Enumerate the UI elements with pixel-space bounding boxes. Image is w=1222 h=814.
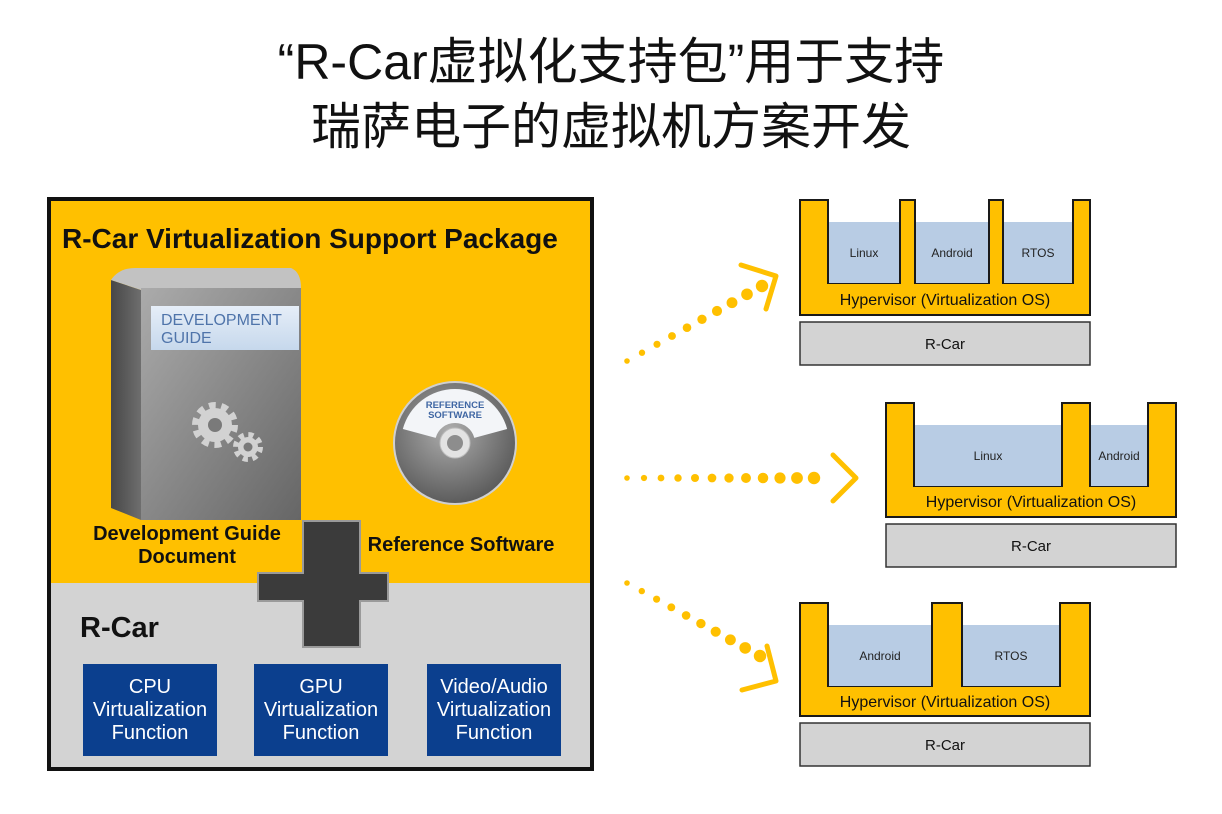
arrow-dot: [711, 305, 723, 317]
function-label: GPU Virtualization Function: [263, 675, 379, 744]
support-package-title: R-Car Virtualization Support Package: [62, 223, 558, 254]
function-label: Video/Audio Virtualization Function: [436, 675, 552, 744]
dotted-arrow-icon: [624, 262, 779, 364]
arrow-dot: [755, 279, 769, 293]
arrow-dot: [753, 649, 767, 663]
dotted-arrows: [624, 262, 859, 693]
guest-os-box: [829, 625, 931, 686]
rcar-panel-title: R-Car: [80, 612, 159, 644]
arrow-dot: [697, 314, 707, 324]
hardware-label: R-Car: [925, 737, 965, 754]
arrow-dot: [624, 580, 630, 586]
function-label: CPU Virtualization Function: [92, 675, 208, 744]
guest-os-label: Android: [931, 246, 972, 260]
arrow-dot: [724, 634, 736, 646]
arrow-dot: [653, 340, 661, 348]
guest-os-box: [829, 222, 899, 283]
cpu-virtualization-box: CPU Virtualization Function: [83, 664, 217, 756]
arrow-dot: [682, 323, 692, 333]
arrow-dot: [774, 472, 786, 484]
configuration-3: Android RTOS Hypervisor (Virtualization …: [799, 602, 1091, 767]
guest-os-box: [916, 222, 988, 283]
hardware-box: [799, 722, 1091, 767]
plus-icon: [257, 520, 389, 648]
arrow-dot: [724, 473, 734, 483]
guest-os-label: RTOS: [1022, 246, 1055, 260]
arrow-dot: [653, 595, 661, 603]
hypervisor-frame: [799, 602, 1091, 717]
arrow-dot: [624, 475, 630, 481]
video-audio-virtualization-box: Video/Audio Virtualization Function: [427, 664, 561, 756]
guest-os-box: [1004, 222, 1072, 283]
arrow-dot: [707, 473, 717, 483]
guest-os-label: Android: [1098, 449, 1139, 463]
arrow-head-icon: [738, 262, 779, 312]
title-line-2: 瑞萨电子的虚拟机方案开发: [311, 99, 911, 155]
support-package-frame: [47, 197, 594, 771]
arrow-dot: [667, 603, 676, 612]
hypervisor-label: Hypervisor (Virtualization OS): [840, 292, 1050, 309]
guest-os-label: RTOS: [995, 649, 1028, 663]
guest-os-label: Linux: [850, 246, 879, 260]
arrow-dot: [739, 642, 752, 654]
arrow-dot: [710, 626, 721, 637]
hypervisor-label: Hypervisor (Virtualization OS): [926, 494, 1136, 511]
disc-hole: [447, 435, 463, 451]
arrow-dot: [640, 474, 648, 482]
dotted-arrow-icon: [624, 452, 859, 504]
title-line-1: “R-Car虚拟化支持包”用于支持: [277, 34, 945, 90]
arrow-dot: [681, 611, 691, 620]
development-guide-caption: Development Guide Document: [93, 523, 281, 568]
arrow-dot: [674, 474, 682, 482]
guest-os-label: Android: [859, 649, 900, 663]
hardware-label: R-Car: [1011, 538, 1051, 555]
book-spine: [111, 280, 141, 520]
plus-shape: [257, 520, 389, 648]
arrow-dot: [741, 473, 751, 483]
configuration-2: Linux Android Hypervisor (Virtualization…: [885, 402, 1177, 568]
guest-os-box: [1091, 425, 1147, 486]
reference-software-disc-icon: REFERENCE SOFTWARE: [393, 381, 517, 505]
book-cover-label: [151, 306, 299, 350]
gpu-virtualization-box: GPU Virtualization Function: [254, 664, 388, 756]
book-cover-title-line-2: GUIDE: [161, 330, 212, 347]
arrow-dot: [757, 472, 769, 484]
hypervisor-frame: [885, 402, 1177, 518]
arrow-dot: [657, 474, 665, 482]
arrow-dot: [807, 471, 821, 485]
arrow-dot: [624, 358, 630, 364]
gear-icon: [192, 402, 238, 448]
arrow-dot: [638, 349, 646, 356]
disc-label-line-1: REFERENCE: [426, 400, 485, 411]
development-guide-book-icon: DEVELOPMENT GUIDE: [111, 268, 301, 520]
guest-os-label: Linux: [974, 449, 1003, 463]
hypervisor-label: Hypervisor (Virtualization OS): [840, 694, 1050, 711]
hardware-box: [885, 523, 1177, 568]
arrow-dot: [690, 473, 700, 483]
disc-label-band: [402, 388, 508, 438]
hardware-label: R-Car: [925, 336, 965, 353]
hardware-box: [799, 321, 1091, 366]
arrow-dot: [726, 297, 738, 309]
arrow-head-icon: [739, 643, 779, 693]
arrow-dot: [638, 587, 645, 595]
configuration-1: Linux Android RTOS Hypervisor (Virtualiz…: [799, 199, 1091, 366]
arrow-head-icon: [830, 452, 859, 504]
disc-label-line-2: SOFTWARE: [428, 410, 482, 421]
guest-os-box: [915, 425, 1061, 486]
arrow-dot: [696, 618, 706, 629]
reference-software-caption: Reference Software: [367, 534, 555, 556]
arrow-dot: [668, 332, 676, 340]
arrow-dot: [741, 288, 753, 301]
gear-icon: [233, 432, 263, 462]
book-top: [111, 268, 301, 290]
arrow-dot: [791, 472, 803, 484]
page-title: “R-Car虚拟化支持包”用于支持 瑞萨电子的虚拟机方案开发: [0, 30, 1222, 160]
guest-os-box: [963, 625, 1059, 686]
dotted-arrow-icon: [624, 580, 779, 693]
book-cover-title-line-1: DEVELOPMENT: [161, 312, 282, 329]
